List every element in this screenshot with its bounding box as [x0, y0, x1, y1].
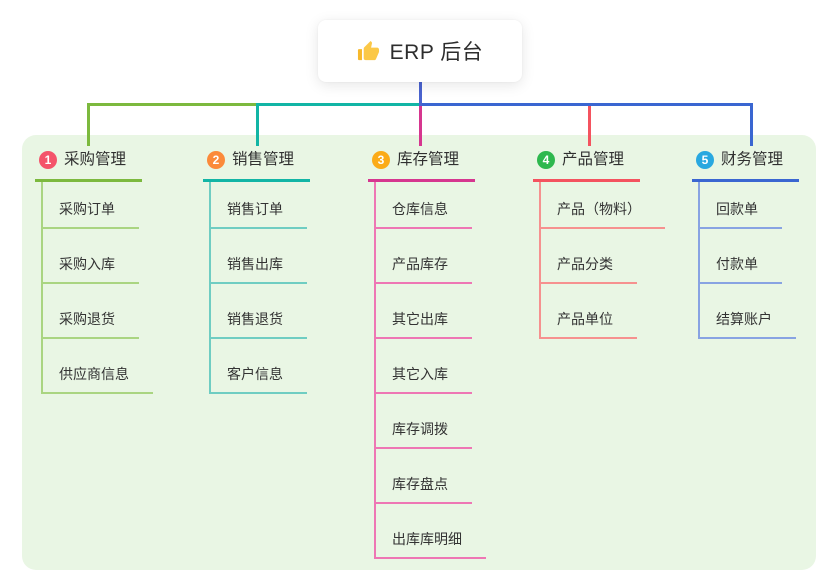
- node-label: 产品分类: [541, 254, 637, 284]
- thumbs-up-icon: [357, 40, 379, 60]
- mindmap-node: 结算账户: [700, 284, 799, 339]
- branch-title: 财务管理: [721, 151, 784, 168]
- mindmap-node: 产品（物料）: [541, 182, 665, 229]
- branch-node: 1 采购管理: [35, 150, 143, 182]
- node-label: 仓库信息: [376, 199, 472, 229]
- branch-children: 销售订单 销售出库 销售退货 客户信息: [209, 182, 310, 394]
- node-label: 供应商信息: [43, 364, 153, 394]
- branch-inventory: 3 库存管理 仓库信息 产品库存 其它出库 其它入库 库存调拨 库存盘点 出库库…: [368, 150, 486, 559]
- node-label: 产品库存: [376, 254, 472, 284]
- mindmap-node: 客户信息: [211, 339, 310, 394]
- branch-title: 产品管理: [562, 151, 625, 168]
- node-label: 采购入库: [43, 254, 139, 284]
- branch-children: 采购订单 采购入库 采购退货 供应商信息: [41, 182, 153, 394]
- branch-sales: 2 销售管理 销售订单 销售出库 销售退货 客户信息: [203, 150, 311, 394]
- mindmap-node: 产品分类: [541, 229, 665, 284]
- branch-node: 2 销售管理: [203, 150, 311, 182]
- mindmap-node: 回款单: [700, 182, 799, 229]
- node-label: 其它出库: [376, 309, 472, 339]
- branch-node: 4 产品管理: [533, 150, 641, 182]
- mindmap-node: 付款单: [700, 229, 799, 284]
- node-label: 销售出库: [211, 254, 307, 284]
- branch-title: 销售管理: [232, 151, 295, 168]
- branch-product: 4 产品管理 产品（物料） 产品分类 产品单位: [533, 150, 665, 339]
- branch-node: 3 库存管理: [368, 150, 476, 182]
- branch-number-badge: 1: [39, 151, 57, 169]
- mindmap-node: 销售出库: [211, 229, 310, 284]
- node-label: 客户信息: [211, 364, 307, 394]
- mindmap-node: 产品库存: [376, 229, 486, 284]
- node-label: 产品（物料）: [541, 199, 665, 229]
- branch-children: 产品（物料） 产品分类 产品单位: [539, 182, 665, 339]
- node-label: 销售退货: [211, 309, 307, 339]
- node-label: 其它入库: [376, 364, 472, 394]
- node-label: 产品单位: [541, 309, 637, 339]
- mindmap-node: 仓库信息: [376, 182, 486, 229]
- node-label: 回款单: [700, 199, 782, 229]
- branch-purchase: 1 采购管理 采购订单 采购入库 采购退货 供应商信息: [35, 150, 153, 394]
- mindmap-node: 其它出库: [376, 284, 486, 339]
- branches-panel: [22, 135, 816, 570]
- mindmap-node: 采购订单: [43, 182, 153, 229]
- node-label: 库存调拨: [376, 419, 472, 449]
- mindmap-node: 产品单位: [541, 284, 665, 339]
- mindmap-node: 采购入库: [43, 229, 153, 284]
- node-label: 采购退货: [43, 309, 139, 339]
- node-label: 销售订单: [211, 199, 307, 229]
- mindmap-node: 库存盘点: [376, 449, 486, 504]
- branch-title: 采购管理: [64, 151, 127, 168]
- branch-node: 5 财务管理: [692, 150, 800, 182]
- branch-title: 库存管理: [397, 151, 460, 168]
- branch-number-badge: 5: [696, 151, 714, 169]
- mindmap-node: 其它入库: [376, 339, 486, 394]
- root-node-label: ERP 后台: [389, 41, 484, 64]
- branch-number-badge: 3: [372, 151, 390, 169]
- branch-children: 仓库信息 产品库存 其它出库 其它入库 库存调拨 库存盘点 出库库明细: [374, 182, 486, 559]
- node-label: 出库库明细: [376, 529, 486, 559]
- node-label: 采购订单: [43, 199, 139, 229]
- node-label: 结算账户: [700, 309, 796, 339]
- mindmap-node: 销售订单: [211, 182, 310, 229]
- node-label: 付款单: [700, 254, 782, 284]
- mindmap-node: 库存调拨: [376, 394, 486, 449]
- mindmap-node: 供应商信息: [43, 339, 153, 394]
- branch-finance: 5 财务管理 回款单 付款单 结算账户: [692, 150, 800, 339]
- branch-children: 回款单 付款单 结算账户: [698, 182, 799, 339]
- mindmap-node: 出库库明细: [376, 504, 486, 559]
- branch-number-badge: 2: [207, 151, 225, 169]
- node-label: 库存盘点: [376, 474, 472, 504]
- mindmap-node: 销售退货: [211, 284, 310, 339]
- root-node: ERP 后台: [318, 20, 522, 82]
- branch-number-badge: 4: [537, 151, 555, 169]
- mindmap-node: 采购退货: [43, 284, 153, 339]
